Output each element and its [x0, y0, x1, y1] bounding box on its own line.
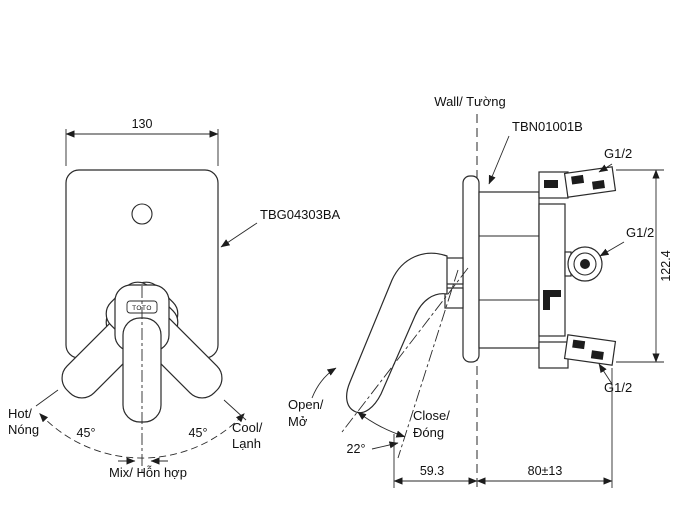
- thread-mid-label: G1/2: [626, 225, 654, 240]
- dim-depth-value: 59.3: [420, 464, 444, 478]
- valve-body-main: [478, 191, 540, 349]
- hot-label-line2: Nóng: [8, 422, 39, 437]
- angle-22-label: 22°: [347, 442, 366, 456]
- close-label-line1: Close/: [413, 408, 450, 423]
- wall-label: Wall/ Tường: [434, 94, 505, 109]
- open-direction-arrow: [311, 367, 337, 399]
- section-hatch-top: [544, 180, 558, 188]
- dim-130-value: 130: [132, 117, 153, 131]
- hot-leader-line: [35, 389, 59, 407]
- diverter-button: [131, 203, 153, 225]
- cool-label-line2: Lạnh: [232, 436, 261, 451]
- angle-45-right: 45°: [189, 426, 208, 440]
- dim-height-value: 122.4: [659, 250, 673, 281]
- escutcheon-flange: [462, 175, 480, 363]
- fitting-top-hatch-2: [591, 180, 605, 190]
- mix-label: Mix/ Hỗn hợp: [109, 465, 187, 480]
- handle-stem-lower: [444, 287, 464, 309]
- thread-bottom-leader: [598, 363, 613, 385]
- handle-lever-side: [346, 252, 448, 414]
- side-part-leader: [488, 135, 510, 185]
- side-part-number: TBN01001B: [512, 119, 583, 134]
- thread-mid-leader: [599, 241, 625, 257]
- valve-body-rear: [538, 203, 566, 337]
- handle-stem-upper: [444, 257, 464, 285]
- fitting-mid-core: [580, 259, 590, 269]
- fitting-mid-inner: [573, 252, 597, 276]
- hot-label-line1: Hot/: [8, 406, 32, 421]
- open-label-line2: Mở: [288, 414, 308, 429]
- side-view: Wall/ Tường: [288, 94, 673, 488]
- dim-embed-value: 80±13: [528, 464, 563, 478]
- front-part-leader: [220, 222, 258, 248]
- open-label-line1: Open/: [288, 397, 324, 412]
- fitting-top-hatch-1: [571, 174, 585, 185]
- front-part-number: TBG04303BA: [260, 207, 341, 222]
- fitting-bottom-hatch-2: [590, 350, 604, 360]
- cool-leader-line: [223, 399, 247, 421]
- angle-45-left: 45°: [77, 426, 96, 440]
- fitting-bottom-body: [563, 334, 617, 366]
- section-hatch-mid: [543, 290, 561, 310]
- thread-top-leader: [598, 163, 613, 173]
- thread-bottom-label: G1/2: [604, 380, 632, 395]
- fitting-top: [563, 166, 617, 198]
- cool-label-line1: Cool/: [232, 420, 263, 435]
- close-label-line2: Đóng: [413, 425, 444, 440]
- fitting-bottom: [563, 334, 617, 366]
- fitting-bottom-hatch-1: [572, 339, 586, 350]
- open-axis-line: [341, 267, 469, 433]
- handle-swing-arc: [39, 413, 245, 459]
- front-view: 130 TOTO 45° 45° Hot/ Nóng Coo: [8, 117, 341, 480]
- fitting-mid: [567, 246, 603, 282]
- close-axis-line: [397, 269, 459, 459]
- open-close-angle-arc: [357, 411, 406, 438]
- valve-bottom-port: [538, 341, 569, 369]
- fitting-top-body: [563, 166, 617, 198]
- thread-top-label: G1/2: [604, 146, 632, 161]
